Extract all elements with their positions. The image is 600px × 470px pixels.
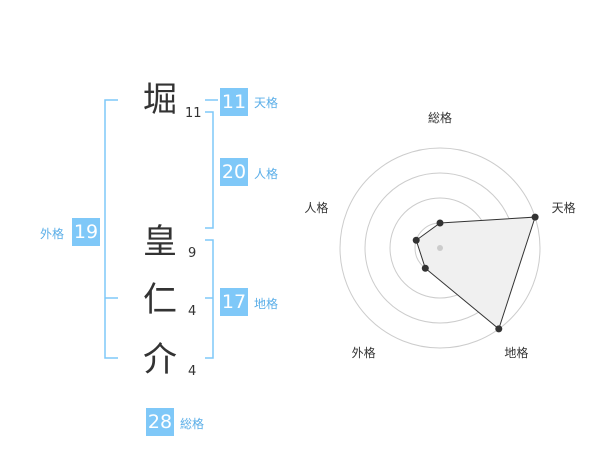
radar-point-1 <box>531 213 539 221</box>
radar-point-4 <box>412 236 420 244</box>
gaikaku-label: 外格 <box>40 227 65 241</box>
radar-axis-label-2: 地格 <box>504 345 528 360</box>
chikaku-bracket <box>205 239 214 359</box>
given-char-1: 皇 <box>143 222 177 262</box>
soukaku-value: 28 <box>146 408 174 436</box>
soukaku-label: 総格 <box>180 417 205 431</box>
radar-point-0 <box>436 219 444 227</box>
given-char-3-strokes: 4 <box>188 364 197 379</box>
radar-axis-label-4: 人格 <box>304 200 328 215</box>
gaikaku-value: 19 <box>72 218 100 246</box>
radar-point-3 <box>421 264 429 272</box>
given-char-3: 介 <box>143 340 177 380</box>
tenkaku-label: 天格 <box>254 96 279 110</box>
radar-grid-ring-4 <box>339 147 541 349</box>
radar-points <box>412 213 539 333</box>
jinkaku-label: 人格 <box>254 167 279 181</box>
surname-char-1: 堀 <box>143 80 177 120</box>
radar-point-2 <box>495 325 503 333</box>
gaikaku-bracket <box>104 99 118 359</box>
given-char-1-strokes: 9 <box>188 246 197 261</box>
given-char-2-strokes: 4 <box>188 304 197 319</box>
radar-axis-label-1: 天格 <box>552 200 576 215</box>
jinkaku-value: 20 <box>220 158 248 186</box>
radar-axis-label-0: 総格 <box>428 110 452 125</box>
radar-center-dot <box>437 245 443 251</box>
surname-char-1-strokes: 11 <box>185 106 202 121</box>
chikaku-label: 地格 <box>254 297 279 311</box>
radar-series-area <box>415 216 536 330</box>
jinkaku-bracket <box>205 111 214 229</box>
given-char-2: 仁 <box>143 280 177 320</box>
radar-axis-label-3: 外格 <box>352 345 376 360</box>
chikaku-value: 17 <box>220 288 248 316</box>
tenkaku-value: 11 <box>220 88 248 116</box>
